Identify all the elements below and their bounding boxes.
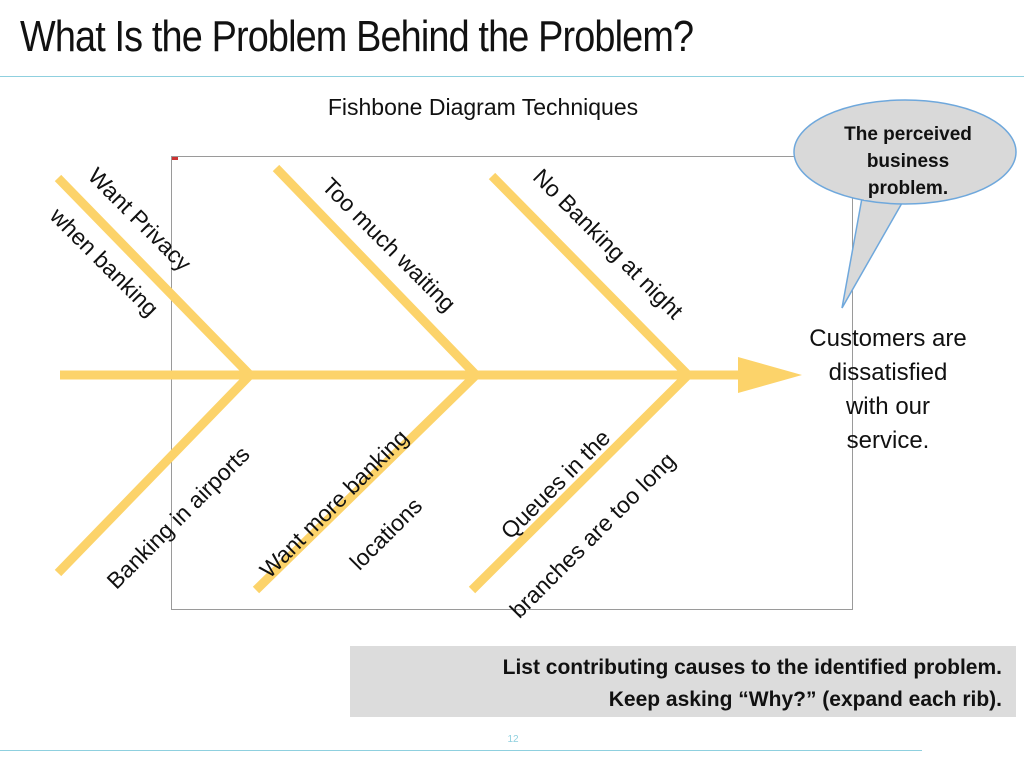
callout-line: The perceived <box>844 124 972 145</box>
effect-line: service. <box>846 427 930 454</box>
footer-rule <box>0 750 922 751</box>
callout-ellipse <box>793 99 1017 205</box>
callout-pointer <box>841 195 908 309</box>
effect-line: dissatisfied <box>828 359 948 386</box>
callout-line: business <box>866 151 950 172</box>
note-line: Keep asking “Why?” (expand each rib). <box>608 688 1002 711</box>
rib-bottom-2 <box>252 371 480 594</box>
spine-arrowhead <box>738 357 802 393</box>
diagram-frame <box>171 156 853 610</box>
effect-line: Customers are <box>809 325 967 352</box>
rib-top-3 <box>488 172 692 379</box>
title-rule <box>0 76 1024 77</box>
slide-title: What Is the Problem Behind the Problem? <box>20 12 694 61</box>
diagram-subtitle: Fishbone Diagram Techniques <box>327 94 639 120</box>
frame-marker <box>172 157 178 160</box>
rib-top-1 <box>54 174 254 379</box>
page-number: 12 <box>507 734 519 745</box>
effect-line: with our <box>845 393 931 420</box>
rib-bottom-1 <box>54 371 254 577</box>
callout-text: The perceived business problem. <box>818 121 998 202</box>
rib-bottom-3 <box>468 371 692 594</box>
callout-line: problem. <box>867 178 949 199</box>
instruction-note: List contributing causes to the identifi… <box>350 646 1016 717</box>
note-line: List contributing causes to the identifi… <box>502 656 1002 679</box>
callout-bubble <box>793 99 1017 309</box>
callout-seam <box>863 195 905 200</box>
rib-top-2 <box>272 164 480 379</box>
effect-statement: Customers are dissatisfied with our serv… <box>788 322 988 458</box>
